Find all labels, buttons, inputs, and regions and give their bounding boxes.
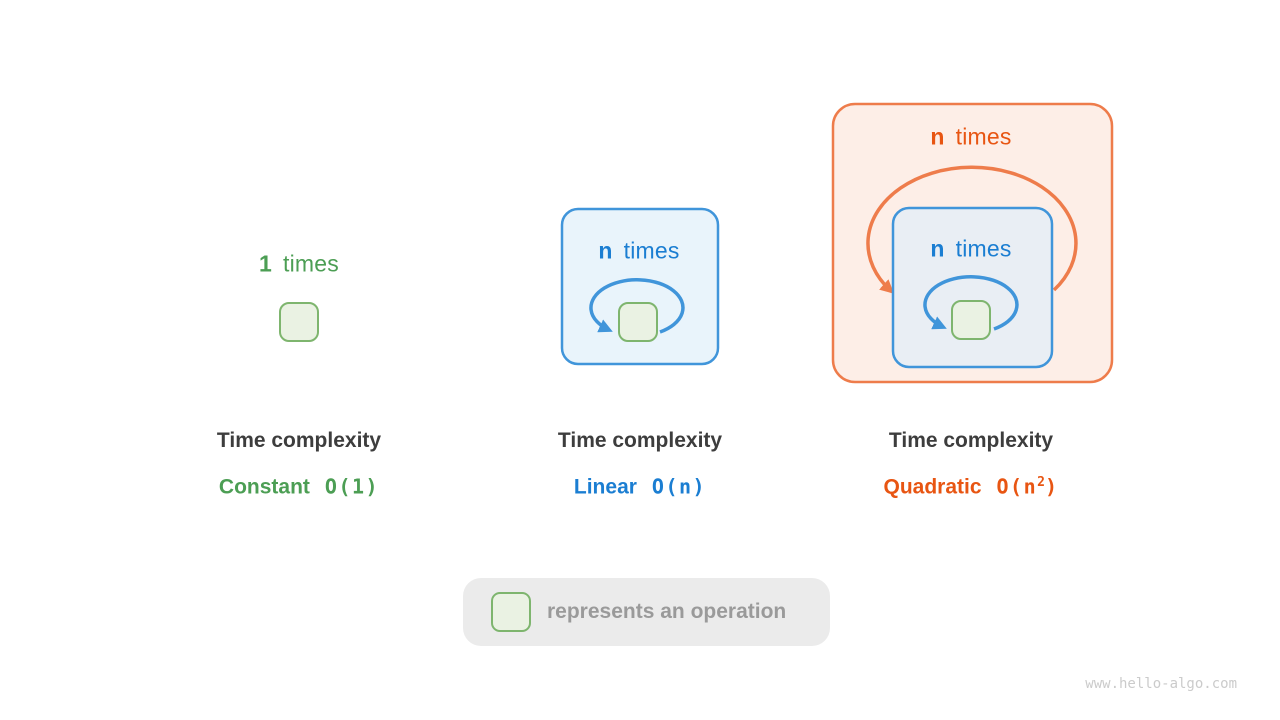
complexity-value-constant: Constant O(1) <box>219 475 379 500</box>
constant-count-label: 1 times <box>259 251 339 278</box>
time-complexity-title-constant: Time complexity <box>216 429 382 452</box>
complexity-name-linear: Linear <box>573 475 637 499</box>
legend: represents an operation <box>463 578 830 646</box>
quadratic-inner-box <box>891 206 1054 369</box>
linear-count-value: n <box>598 237 613 264</box>
big-o-quadratic: O(n2) <box>997 475 1059 499</box>
quadratic-operation-box <box>951 300 991 340</box>
legend-label: represents an operation <box>547 600 787 623</box>
complexity-value-linear: Linear O(n) <box>574 475 706 500</box>
quadratic-inner-count-value: n <box>930 235 945 262</box>
linear-operation-box <box>618 302 658 342</box>
quadratic-outer-count-value: n <box>930 123 945 150</box>
time-complexity-title-linear: Time complexity <box>557 429 723 452</box>
big-o-linear-text: O(n) <box>651 474 707 499</box>
big-o-quadratic-text: O(n <box>996 474 1038 499</box>
complexity-name-quadratic: Quadratic <box>883 475 982 499</box>
quadratic-outer-count-word: times <box>955 123 1012 150</box>
complexity-value-quadratic: Quadratic O(n2) <box>883 475 1058 500</box>
quadratic-inner-count-word: times <box>955 235 1012 262</box>
big-o-quadratic-sup: 2 <box>1037 474 1045 490</box>
big-o-constant-text: O(1) <box>324 474 380 499</box>
constant-operation-box <box>279 302 319 342</box>
quadratic-outer-loop-arrow <box>866 165 1078 294</box>
complexity-name-constant: Constant <box>218 475 310 499</box>
linear-loop-arrow <box>589 278 685 334</box>
big-o-linear: O(n) <box>652 475 706 499</box>
big-o-quadratic-close: ) <box>1044 474 1059 499</box>
big-o-constant: O(1) <box>325 475 379 499</box>
time-complexity-title-quadratic: Time complexity <box>888 429 1054 452</box>
legend-operation-box <box>491 592 531 632</box>
linear-count-word: times <box>623 237 680 264</box>
constant-count-value: 1 <box>259 250 273 277</box>
quadratic-inner-loop-arrow <box>923 275 1019 331</box>
watermark: www.hello-algo.com <box>1085 676 1237 692</box>
constant-count-word: times <box>283 250 339 277</box>
